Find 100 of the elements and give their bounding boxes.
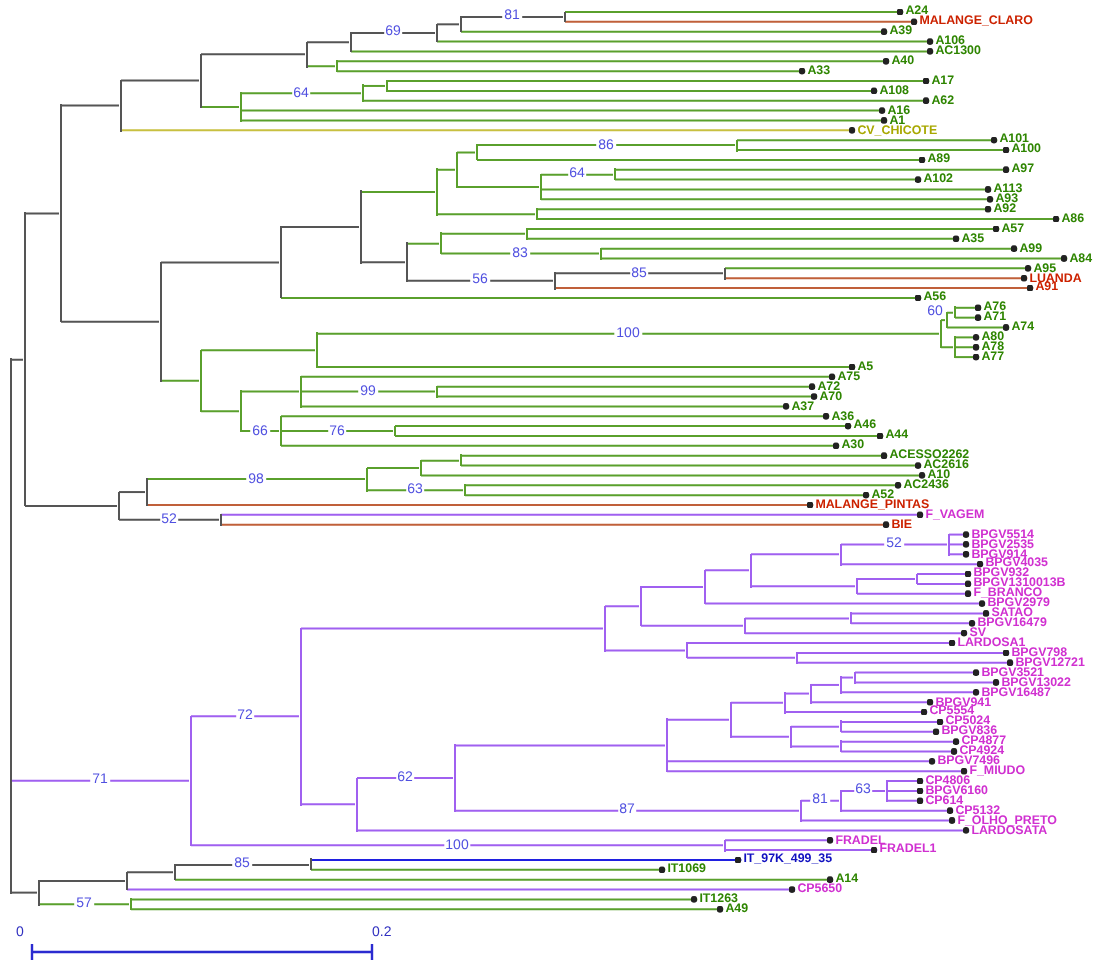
branch-line xyxy=(360,190,436,193)
branch-line xyxy=(316,332,940,335)
branch-line xyxy=(666,718,730,721)
branch-line xyxy=(476,156,927,164)
branch-line xyxy=(362,97,931,105)
branch-line xyxy=(436,213,536,216)
branch-line xyxy=(790,725,840,728)
branch-line xyxy=(724,264,1033,272)
branch-line xyxy=(300,403,791,410)
branch-line xyxy=(406,242,440,245)
branch-line xyxy=(464,481,903,489)
branch-line xyxy=(280,226,360,229)
branch-line xyxy=(954,343,981,351)
branch-line xyxy=(536,215,1061,223)
branch-line xyxy=(784,692,810,695)
branch-line xyxy=(840,738,961,746)
branch-line xyxy=(744,617,850,620)
branch-line xyxy=(460,462,923,469)
branch-line xyxy=(886,777,925,785)
branch-line xyxy=(456,186,540,188)
branch-line xyxy=(600,255,1069,262)
branch-line xyxy=(886,787,925,795)
branch-line xyxy=(190,844,724,847)
branch-line xyxy=(854,669,981,676)
branch-line xyxy=(386,77,931,85)
branch-line xyxy=(220,511,925,519)
branch-line xyxy=(564,18,919,26)
branch-line xyxy=(130,905,725,913)
branch-line xyxy=(730,735,790,738)
branch-line xyxy=(856,590,973,598)
branch-line xyxy=(360,261,406,264)
branch-line xyxy=(280,430,394,433)
branch-line xyxy=(744,629,969,637)
branch-line xyxy=(350,48,935,55)
branch-line xyxy=(240,390,300,393)
branch-line xyxy=(10,779,190,782)
branch-line xyxy=(174,863,310,866)
branch-line xyxy=(460,15,564,18)
branch-line xyxy=(796,649,1011,657)
branch-line xyxy=(280,294,923,302)
branch-line xyxy=(38,879,126,882)
branch-line xyxy=(704,569,750,572)
branch-line xyxy=(536,205,993,213)
branch-line xyxy=(750,585,856,588)
branch-line xyxy=(120,126,857,134)
branch-line xyxy=(854,679,1001,686)
branch-line xyxy=(954,353,981,361)
branch-line xyxy=(730,701,784,704)
branch-line xyxy=(916,570,973,578)
branch-line xyxy=(406,279,554,282)
branch-line xyxy=(686,656,796,659)
branch-line xyxy=(948,541,971,548)
branch-line xyxy=(476,144,736,147)
branch-line xyxy=(126,871,174,874)
branch-line xyxy=(810,683,840,686)
branch-line xyxy=(394,422,853,430)
branch-line xyxy=(174,876,835,884)
branch-line xyxy=(564,8,905,16)
branch-line xyxy=(160,261,280,264)
branch-line xyxy=(200,410,240,413)
branch-line xyxy=(604,649,686,652)
branch-line xyxy=(796,659,1015,667)
branch-line xyxy=(554,284,1035,292)
branch-line xyxy=(614,166,1011,174)
branch-line xyxy=(38,903,130,906)
branch-line xyxy=(724,836,835,844)
branch-line xyxy=(280,412,831,420)
branch-line xyxy=(10,891,38,894)
branch-line xyxy=(916,580,973,588)
branch-line xyxy=(10,358,24,361)
branch-line xyxy=(436,383,817,391)
branch-line xyxy=(840,676,854,679)
branch-line xyxy=(724,274,1029,282)
branch-line xyxy=(356,777,454,780)
branch-line xyxy=(724,846,879,854)
branch-line xyxy=(940,319,946,322)
branch-line xyxy=(24,212,60,215)
branch-line xyxy=(526,235,961,243)
branch-line xyxy=(840,807,955,815)
branch-line xyxy=(336,67,807,75)
branch-line xyxy=(200,105,240,108)
branch-line xyxy=(640,624,744,627)
branch-line xyxy=(736,136,999,144)
branch-line xyxy=(604,605,640,608)
branch-line xyxy=(306,65,336,68)
branch-line xyxy=(810,698,935,706)
branch-line xyxy=(300,390,436,393)
branch-line xyxy=(464,491,871,499)
branch-line xyxy=(200,53,306,56)
branch-line xyxy=(126,886,797,893)
branch-line xyxy=(540,195,995,203)
branch-line xyxy=(840,688,981,696)
branch-line xyxy=(120,79,200,82)
branch-line xyxy=(460,28,889,36)
branch-line xyxy=(316,363,857,371)
branch-line xyxy=(240,117,889,124)
branch-line xyxy=(954,334,981,341)
branch-line xyxy=(436,38,935,45)
branch-line xyxy=(146,501,815,509)
branch-line xyxy=(840,718,945,726)
